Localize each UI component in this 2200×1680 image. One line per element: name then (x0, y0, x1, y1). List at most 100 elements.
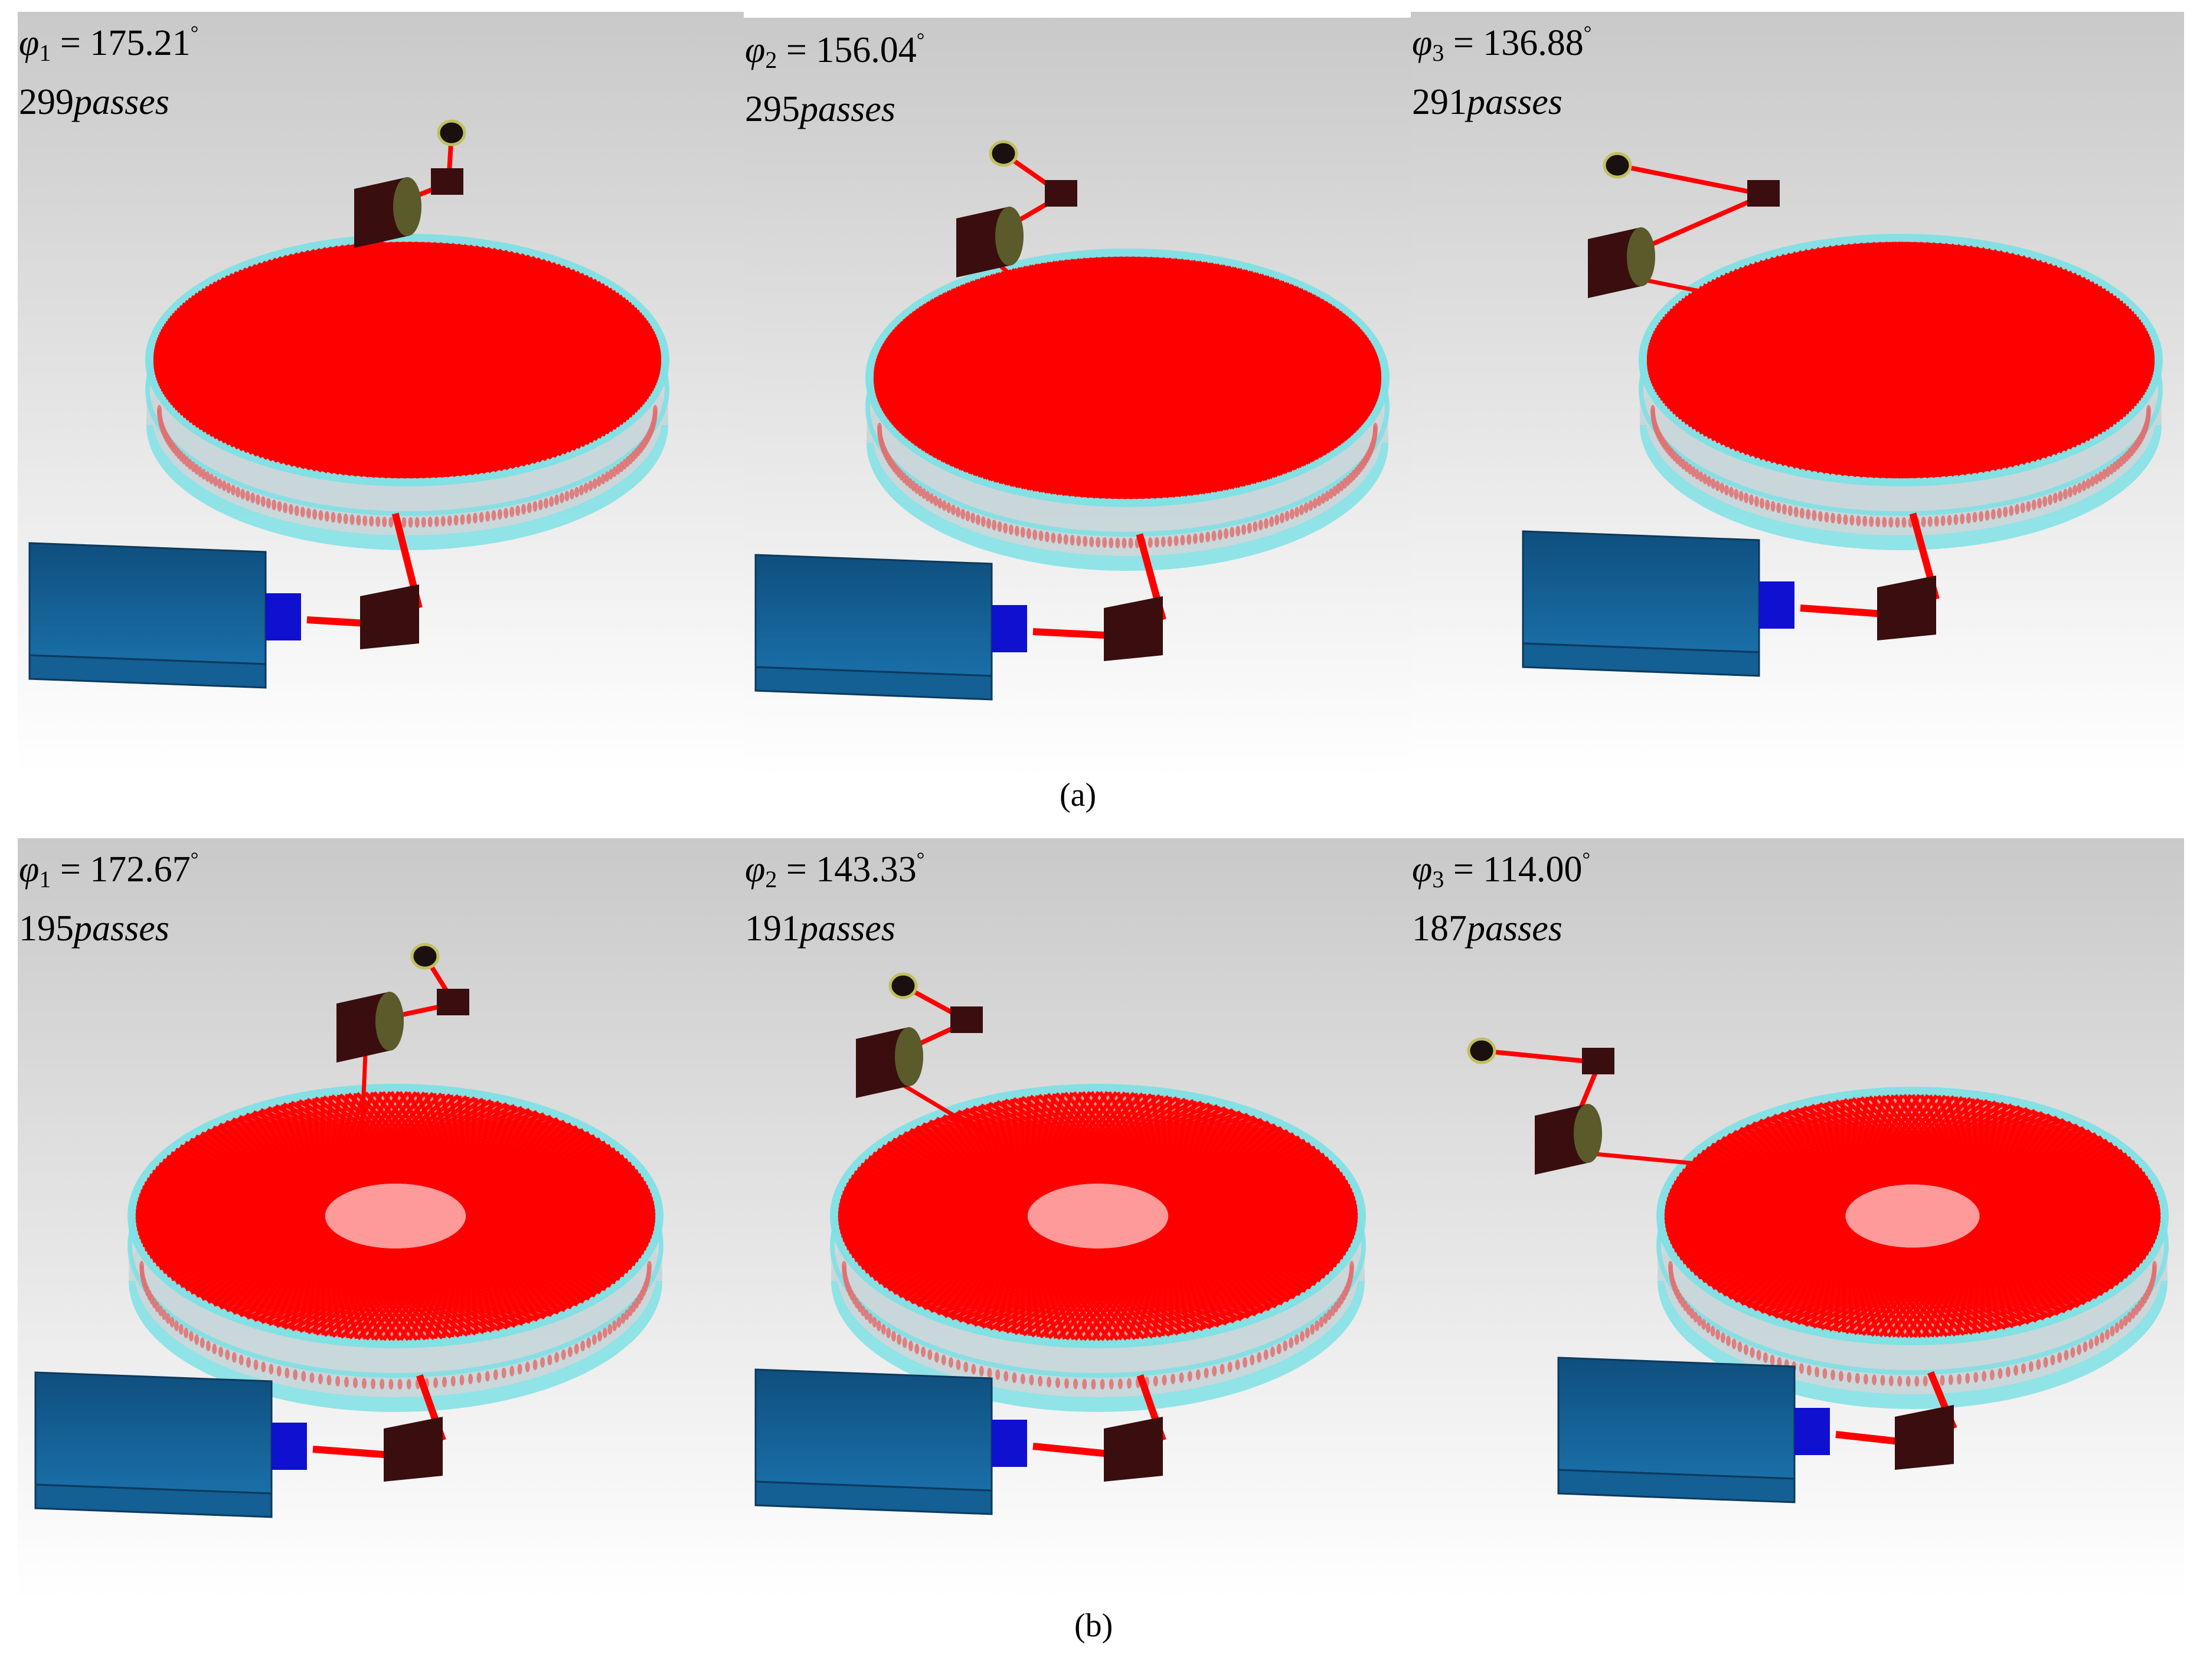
phi-index: 3 (1432, 866, 1444, 893)
beam-spot (285, 1367, 290, 1378)
beam-spot (1091, 1378, 1096, 1390)
beam-spot (925, 491, 930, 502)
beam-spot (218, 1346, 224, 1358)
mirror-body (1588, 227, 1641, 298)
mirror-body (1104, 1417, 1163, 1482)
mirror-body (384, 1417, 443, 1482)
mirror-face (995, 207, 1024, 266)
beam-spot (1096, 537, 1101, 548)
panel-b2: φ2 = 143.33°191passes (744, 838, 1411, 1600)
mirror-face (1627, 227, 1655, 286)
beam-spot (318, 510, 323, 521)
phi-symbol: φ (19, 23, 40, 63)
beam-ray (883, 1210, 1358, 1288)
beam-spot (335, 1375, 341, 1387)
beam-spot (2088, 1338, 2094, 1349)
beam-spot (230, 485, 236, 496)
beam-spot (2127, 1312, 2132, 1323)
laser-aperture (992, 1420, 1027, 1467)
beam-spot (369, 516, 374, 527)
beam-spot (927, 1349, 933, 1360)
beam-spot (1817, 511, 1823, 522)
beam-spot (1315, 1321, 1320, 1332)
beam-spot (1162, 1375, 1167, 1386)
beam-spot (226, 482, 231, 493)
beam-spot (517, 1364, 522, 1375)
laser-source-icon (1557, 1357, 1830, 1503)
steering-mirror-icon (1535, 1104, 1602, 1175)
beam-spot (2009, 505, 2014, 517)
beam-spot (1849, 515, 1855, 526)
detector-body (437, 119, 466, 146)
degree-mark: ° (916, 849, 925, 871)
beam-spot (1702, 473, 1708, 485)
detector-icon (437, 119, 466, 146)
laser-aperture (1794, 1408, 1830, 1455)
laser-aperture (1759, 581, 1794, 629)
beam-spot (986, 518, 991, 529)
beam-spot (2005, 1367, 2011, 1378)
beam-spot (1195, 1369, 1201, 1380)
beam-spot (1319, 1316, 1324, 1328)
beam-spot (427, 517, 433, 528)
beam-spot (975, 514, 980, 525)
beam-spot (956, 1359, 961, 1371)
beam-spot (1263, 1349, 1269, 1360)
beam-spot (1257, 1352, 1262, 1363)
beam-spot (1082, 1378, 1087, 1390)
beam-spot (2100, 1332, 2105, 1344)
phi-symbol: φ (1412, 23, 1433, 63)
beam-spot (921, 1346, 926, 1358)
phi-symbol: φ (745, 849, 766, 890)
phi-index: 1 (39, 40, 51, 66)
beam-ray (876, 372, 1382, 399)
beam-spot (2101, 469, 2107, 480)
beam-spot (1020, 527, 1025, 538)
beam-spot (2062, 489, 2068, 500)
beam-spot (580, 1341, 586, 1352)
beam-spot (1167, 536, 1172, 547)
beam-spot (1806, 1365, 1812, 1376)
beam-spot (1258, 519, 1263, 531)
beam-spot (1862, 516, 1868, 527)
beam-spot (1947, 515, 1952, 526)
beam-cell-to-output (1617, 272, 1866, 327)
phi-symbol: φ (19, 849, 40, 890)
passes-count: 191 (745, 908, 800, 949)
beam-spot (2077, 482, 2082, 493)
scene-svg (1411, 12, 2184, 773)
beam-spot (592, 478, 597, 489)
beam-spot (1235, 1359, 1240, 1371)
beam-spot (209, 473, 214, 485)
beam-spot (276, 1365, 282, 1377)
beam-spot (1204, 1367, 1209, 1378)
beam-spot (1770, 1354, 1775, 1365)
beam-spot (1186, 534, 1192, 545)
beam-spot (2083, 1341, 2088, 1352)
beam-spot (2146, 405, 2151, 416)
beam-spot (861, 1305, 866, 1316)
beam-spot (902, 1337, 907, 1348)
beam-spot (544, 498, 549, 509)
beam-spot (564, 491, 570, 502)
beam-spot (1148, 537, 1153, 548)
beam-spot (1073, 1378, 1078, 1390)
beam-spot (1734, 489, 1739, 500)
beam-spot (1754, 496, 1759, 507)
beam-spot (1979, 511, 1984, 522)
beam-spot (1830, 512, 1836, 524)
beam-spot (324, 511, 329, 522)
beam-spot (2070, 1347, 2075, 1358)
mirror-face (375, 992, 404, 1051)
beam-spot (221, 481, 227, 492)
beam-spot (602, 1327, 607, 1338)
panel-a2: φ2 = 156.04°295passes (744, 18, 1411, 779)
beam-spot (1743, 1344, 1748, 1355)
beam-spot (1279, 512, 1284, 524)
beam-spot (2021, 1363, 2026, 1374)
beam-spot (1038, 1375, 1043, 1387)
beam-spot (362, 515, 368, 527)
degree-mark: ° (190, 22, 199, 44)
degree-mark: ° (916, 30, 925, 51)
beam-spot (1724, 485, 1729, 496)
